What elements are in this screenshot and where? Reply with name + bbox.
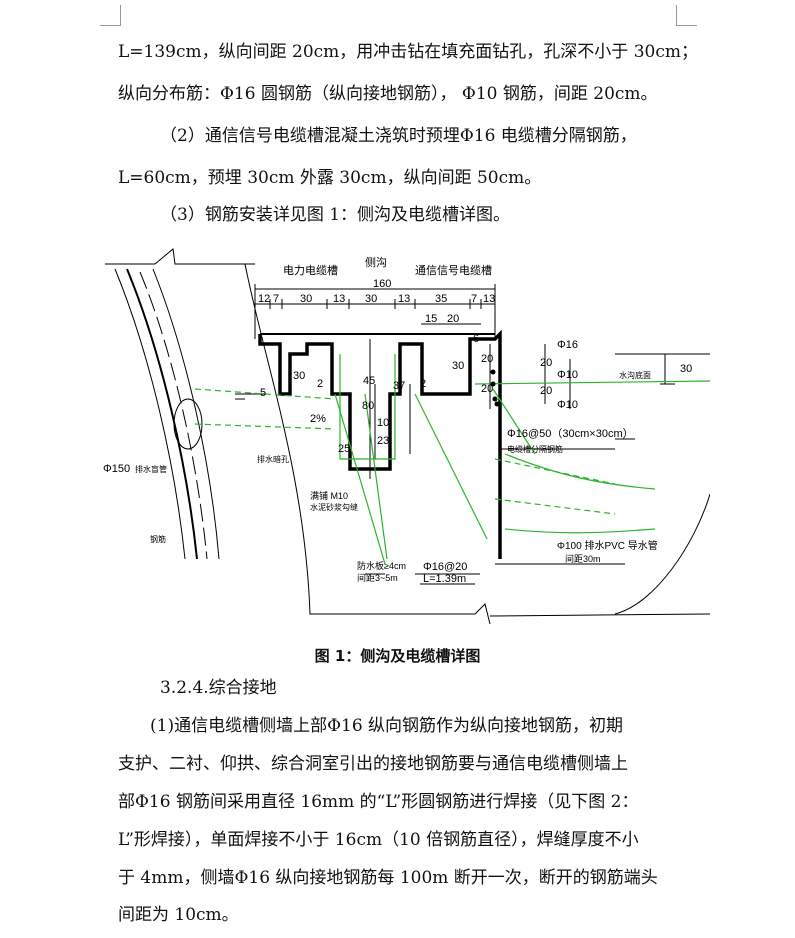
break-line-top bbox=[105, 248, 255, 265]
label-rebar-length: L=1.39m bbox=[423, 573, 466, 585]
label-pvc-spacing: 间距30m bbox=[565, 553, 601, 564]
dim-top: 12 bbox=[258, 293, 270, 305]
label-mortar: 满铺 M10 bbox=[310, 490, 348, 501]
dim-top: 7 bbox=[273, 293, 279, 305]
label-pipe150: Φ150 bbox=[103, 463, 130, 475]
dim-h25: 25 bbox=[338, 443, 350, 455]
label-rebar-16-50: Φ16@50（30cm×30cm） bbox=[507, 427, 634, 440]
dim-right-top: 20 bbox=[447, 313, 459, 325]
dim-top: 13 bbox=[398, 293, 410, 305]
paragraph-line: 支护、二衬、仰拱、综合洞室引出的接地钢筋要与通信电缆槽侧墙上 bbox=[118, 754, 628, 774]
label-rebar-10b: Φ10 bbox=[557, 399, 578, 411]
label-signal-trough: 通信信号电缆槽 bbox=[415, 264, 492, 277]
dim-h45: 45 bbox=[363, 375, 375, 387]
dim-right-top: 15 bbox=[425, 313, 437, 325]
dim-h37: 37 bbox=[393, 380, 405, 392]
label-pipe150-note: 排水盲管 bbox=[135, 464, 167, 474]
paragraph-line: L”形焊接），单面焊接不小于 16cm（10 倍钢筋直径），焊缝厚度不小 bbox=[118, 830, 639, 850]
label-rebar-note: 钢筋 bbox=[150, 534, 166, 544]
paragraph-line: (1)通信电缆槽侧墙上部Φ16 纵向钢筋作为纵向接地钢筋，初期 bbox=[150, 716, 624, 736]
label-slope: 2% bbox=[310, 413, 326, 425]
dim-top: 7 bbox=[471, 293, 477, 305]
dim-v20: 20 bbox=[540, 357, 552, 369]
paragraph-line: （3）钢筋安装详见图 1：侧沟及电缆槽详图。 bbox=[160, 205, 511, 225]
section-heading: 3.2.4.综合接地 bbox=[160, 678, 277, 698]
paragraph-line: L=60cm，预埋 30cm 外露 30cm，纵向间距 50cm。 bbox=[118, 168, 542, 188]
dim-h30-right: 30 bbox=[452, 360, 464, 372]
drawing-canvas: 电力电缆槽 侧沟 通信信号电缆槽 160 12 7 30 13 30 13 35… bbox=[103, 248, 710, 624]
dim-total-width: 160 bbox=[373, 278, 391, 290]
page-corner-mark-left bbox=[100, 5, 121, 26]
dim-h2-left: 2 bbox=[317, 378, 323, 390]
paragraph-line: 间距为 10cm。 bbox=[118, 905, 239, 925]
rebar-dots bbox=[490, 369, 500, 407]
dim-h2-mid: 2 bbox=[420, 378, 426, 390]
dim-top: 30 bbox=[300, 293, 312, 305]
dim-v20: 20 bbox=[540, 385, 552, 397]
paragraph-line: 于 4mm，侧墙Φ16 纵向接地钢筋每 100m 断开一次，断开的钢筋端头 bbox=[118, 868, 658, 888]
label-drain-hole: 排水暗孔 bbox=[257, 454, 289, 464]
label-power-trough: 电力电缆槽 bbox=[283, 264, 338, 277]
label-pvc: Φ100 排水PVC 导水管 bbox=[557, 539, 658, 552]
label-rebar-10a: Φ10 bbox=[557, 369, 578, 381]
dim-v20: 20 bbox=[481, 353, 493, 365]
paragraph-line: 部Φ16 钢筋间采用直径 16mm 的“L”形圆钢筋进行焊接（见下图 2： bbox=[118, 792, 639, 812]
page-corner-mark-right bbox=[676, 5, 697, 26]
dimension-lines bbox=[235, 284, 710, 585]
paragraph-line: （2）通信信号电缆槽混凝土浇筑时预埋Φ16 电缆槽分隔钢筋， bbox=[160, 126, 637, 146]
rebar-lines bbox=[194, 354, 710, 565]
dim-h5: 5 bbox=[260, 387, 266, 399]
figure-caption: 图 1：侧沟及电缆槽详图 bbox=[314, 647, 481, 665]
dim-top: 35 bbox=[435, 293, 447, 305]
drain-pipe-circle bbox=[173, 398, 203, 450]
dim-h10: 10 bbox=[377, 417, 389, 429]
dim-top: 13 bbox=[333, 293, 345, 305]
dim-top: 13 bbox=[483, 293, 495, 305]
dim-right-top: 6 bbox=[473, 333, 479, 345]
dim-h30-far: 30 bbox=[680, 363, 692, 375]
label-shim-spacing: 间距3~5m bbox=[357, 572, 398, 583]
figure-side-ditch-cable-trough: 电力电缆槽 侧沟 通信信号电缆槽 160 12 7 30 13 30 13 35… bbox=[95, 244, 710, 624]
label-shim: 防水板≥4cm bbox=[357, 560, 406, 571]
label-mortar-note: 水泥砂浆勾缝 bbox=[310, 502, 358, 512]
label-water-level: 水沟底面 bbox=[619, 370, 651, 380]
label-side-ditch: 侧沟 bbox=[365, 256, 387, 269]
dim-top: 30 bbox=[365, 293, 377, 305]
dim-v20: 20 bbox=[481, 383, 493, 395]
paragraph-line: 纵向分布筋：Φ16 圆钢筋（纵向接地钢筋）， Φ10 钢筋，间距 20cm。 bbox=[118, 84, 658, 104]
label-rebar-16: Φ16 bbox=[557, 339, 578, 351]
label-divider-note: 电缆槽分隔钢筋 bbox=[507, 444, 563, 454]
label-rebar-16-20: Φ16@20 bbox=[423, 561, 467, 573]
dim-h30-left: 30 bbox=[293, 370, 305, 382]
dim-h23: 23 bbox=[377, 435, 389, 447]
dim-h80: 80 bbox=[362, 400, 374, 412]
tunnel-lining bbox=[105, 248, 710, 624]
paragraph-line: L=139cm，纵向间距 20cm，用冲击钻在填充面钻孔，孔深不小于 30cm； bbox=[118, 42, 698, 62]
